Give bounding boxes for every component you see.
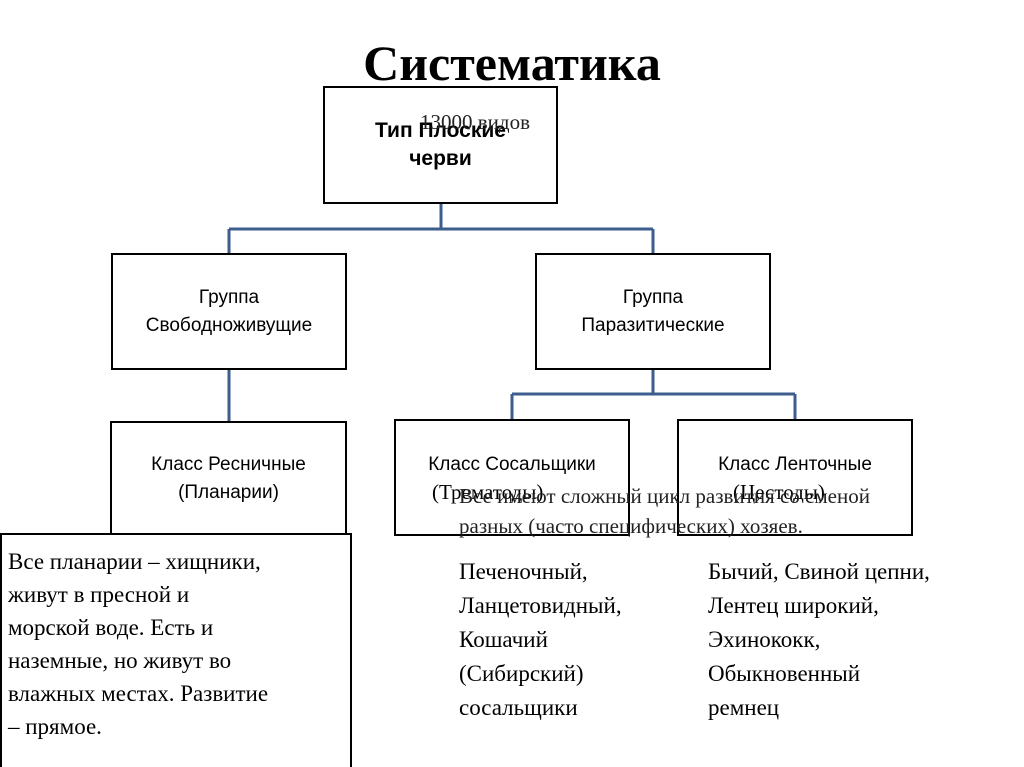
group-box-parasitic: Группа Паразитические — [535, 253, 771, 370]
turbellaria-description-box: Все планарии – хищники, живут в пресной … — [0, 533, 352, 767]
class-box-trematoda: Класс Сосальщики — [394, 419, 630, 536]
description-line: – прямое. — [8, 714, 102, 739]
trematoda-species-list: Печеночный, Ланцетовидный, Кошачий (Сиби… — [459, 555, 622, 725]
class-box-turbellaria: Класс Ресничные (Планарии) — [110, 421, 347, 536]
species-item: ремнец — [708, 695, 780, 720]
parasite-life-cycle-note: Все имеют сложный цикл развития со смено… — [459, 481, 979, 541]
description-line: живут в пресной и — [8, 582, 190, 607]
cestoda-species-list: Бычий, Свиной цепни, Лентец широкий, Эхи… — [708, 555, 930, 725]
class-label-line1: Класс Ленточные — [718, 454, 872, 475]
group-label-line1: Группа — [198, 286, 260, 308]
species-item: Бычий, Свиной цепни, — [708, 559, 930, 584]
species-item: сосальщики — [459, 695, 578, 720]
species-item: Ланцетовидный, — [459, 593, 622, 618]
description-line: влажных местах. Развитие — [8, 681, 269, 706]
species-item: (Сибирский) — [459, 661, 584, 686]
phylum-label-line1: Тип Плоские — [375, 119, 506, 142]
note-line: Все имеют сложный цикл развития со смено… — [459, 484, 870, 508]
group-box-free-living: Группа Свободноживущие — [111, 253, 347, 370]
species-item: Печеночный, — [459, 559, 588, 584]
description-line: морской воде. Есть и — [8, 615, 214, 640]
page-title: Систематика — [363, 35, 661, 91]
group-label-line1: Группа — [622, 286, 684, 308]
description-line: Все планарии – хищники, — [8, 549, 261, 574]
class-label-line1: Класс Ресничные — [151, 453, 306, 475]
group-label-line2: Паразитические — [581, 314, 725, 336]
class-subtitle-cestoda: (Цестоды) — [733, 480, 825, 504]
species-count: 13000 видов — [420, 110, 531, 134]
phylum-label-line2: черви — [409, 147, 472, 170]
class-label-line2: (Планарии) — [178, 481, 279, 503]
description-line: наземные, но живут во — [8, 648, 232, 673]
class-subtitle-trematoda: (Трематоды) — [432, 480, 544, 504]
phylum-box: Тип Плоские черви — [323, 86, 558, 204]
group-label-line2: Свободноживущие — [145, 314, 313, 336]
species-item: Обыкновенный — [708, 661, 861, 686]
class-label-line1: Класс Сосальщики — [428, 454, 596, 475]
species-item: Лентец широкий, — [708, 593, 879, 618]
class-box-cestoda: Класс Ленточные — [677, 419, 913, 536]
species-item: Кошачий — [459, 627, 548, 652]
note-line: разных (часто специфических) хозяев. — [459, 514, 803, 538]
species-item: Эхинококк, — [708, 627, 821, 652]
